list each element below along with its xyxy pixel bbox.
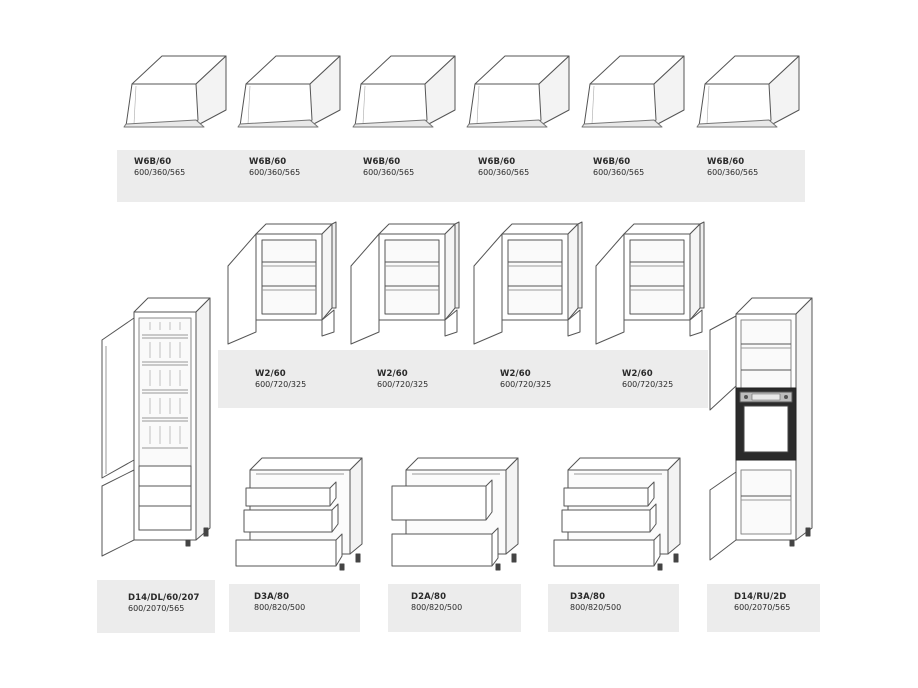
cabinet-w6b-1 xyxy=(123,55,227,128)
label-code: W6B/60 xyxy=(478,157,516,167)
label-dims: 600/720/325 xyxy=(500,380,552,390)
label-code: W6B/60 xyxy=(249,157,287,167)
cabinet-w2-3 xyxy=(473,221,583,345)
cabinet-w6b-3 xyxy=(352,55,456,128)
label-dims: 600/2070/565 xyxy=(128,604,185,614)
label-code: W2/60 xyxy=(377,369,408,379)
cabinet-w2-2 xyxy=(350,221,460,345)
label-code: W2/60 xyxy=(255,369,286,379)
label-dims: 800/820/500 xyxy=(254,603,306,613)
cabinet-d3a-2 xyxy=(553,457,681,571)
label-dims: 600/360/565 xyxy=(478,168,530,178)
label-code: W2/60 xyxy=(622,369,653,379)
label-dims: 600/720/325 xyxy=(622,380,674,390)
label-code: D2A/80 xyxy=(411,592,447,602)
label-dims: 600/360/565 xyxy=(134,168,186,178)
cabinet-tall-oven xyxy=(709,297,813,561)
label-dims: 600/2070/565 xyxy=(734,603,791,613)
middle-row-label-band xyxy=(218,350,708,408)
cabinet-w6b-2 xyxy=(237,55,341,128)
label-band-tall-fridge xyxy=(97,580,215,633)
label-code: W6B/60 xyxy=(134,157,172,167)
label-code: D14/RU/2D xyxy=(734,592,787,602)
label-code: W2/60 xyxy=(500,369,531,379)
label-dims: 600/360/565 xyxy=(363,168,415,178)
label-dims: 600/360/565 xyxy=(593,168,645,178)
label-band-drawers-2 xyxy=(388,584,521,632)
cabinet-w6b-6 xyxy=(696,55,800,128)
label-dims: 800/820/500 xyxy=(570,603,622,613)
cabinet-tall-fridge xyxy=(101,297,211,557)
label-code: W6B/60 xyxy=(593,157,631,167)
label-dims: 600/360/565 xyxy=(249,168,301,178)
label-code: D3A/80 xyxy=(254,592,290,602)
label-code: D3A/80 xyxy=(570,592,606,602)
label-code: W6B/60 xyxy=(363,157,401,167)
label-code: D14/DL/60/207 xyxy=(128,593,200,603)
label-dims: 800/820/500 xyxy=(411,603,463,613)
label-dims: 600/720/325 xyxy=(377,380,429,390)
cabinet-w6b-4 xyxy=(466,55,570,128)
cabinet-w2-4 xyxy=(595,221,705,345)
label-band-tall-oven xyxy=(707,584,820,632)
label-band-drawers-1 xyxy=(229,584,360,632)
cabinet-w2-1 xyxy=(227,221,337,345)
label-code: W6B/60 xyxy=(707,157,745,167)
label-dims: 600/720/325 xyxy=(255,380,307,390)
cabinet-w6b-5 xyxy=(581,55,685,128)
top-row-label-band xyxy=(117,150,805,202)
cabinet-d2a xyxy=(391,457,519,571)
label-dims: 600/360/565 xyxy=(707,168,759,178)
label-band-drawers-3 xyxy=(548,584,679,632)
cabinet-d3a-1 xyxy=(235,457,363,571)
